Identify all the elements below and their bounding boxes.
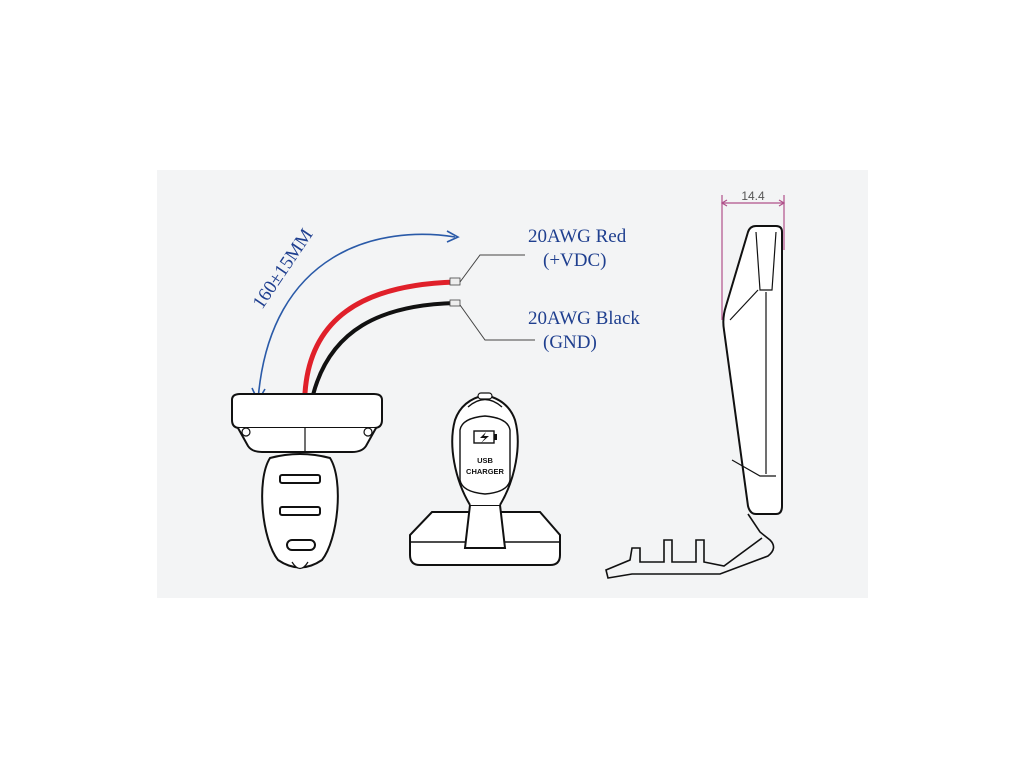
socket-front-view (409, 392, 561, 566)
black-wire-tip (449, 299, 461, 307)
black-wire-sublabel: (GND) (543, 332, 597, 353)
battery-charge-icon (473, 430, 497, 444)
red-wire (302, 279, 458, 396)
length-arrow (257, 233, 456, 401)
length-arrowhead-top (446, 230, 460, 243)
red-wire-sublabel: (+VDC) (543, 250, 607, 271)
thickness-dimension (720, 195, 786, 320)
socket-bottom-view (231, 393, 383, 570)
socket-side-view (605, 225, 783, 579)
red-wire-tip (449, 277, 461, 286)
black-wire-leader (459, 304, 535, 341)
black-wire-label: 20AWG Black (528, 308, 640, 329)
black-wire (311, 301, 457, 397)
length-label: 160±15MM (249, 225, 318, 313)
red-wire-label: 20AWG Red (528, 226, 627, 247)
device-text-charger: CHARGER (466, 467, 505, 476)
device-text-usb: USB (477, 456, 493, 465)
red-wire-leader (459, 254, 525, 283)
thickness-label: 14.4 (741, 189, 765, 203)
